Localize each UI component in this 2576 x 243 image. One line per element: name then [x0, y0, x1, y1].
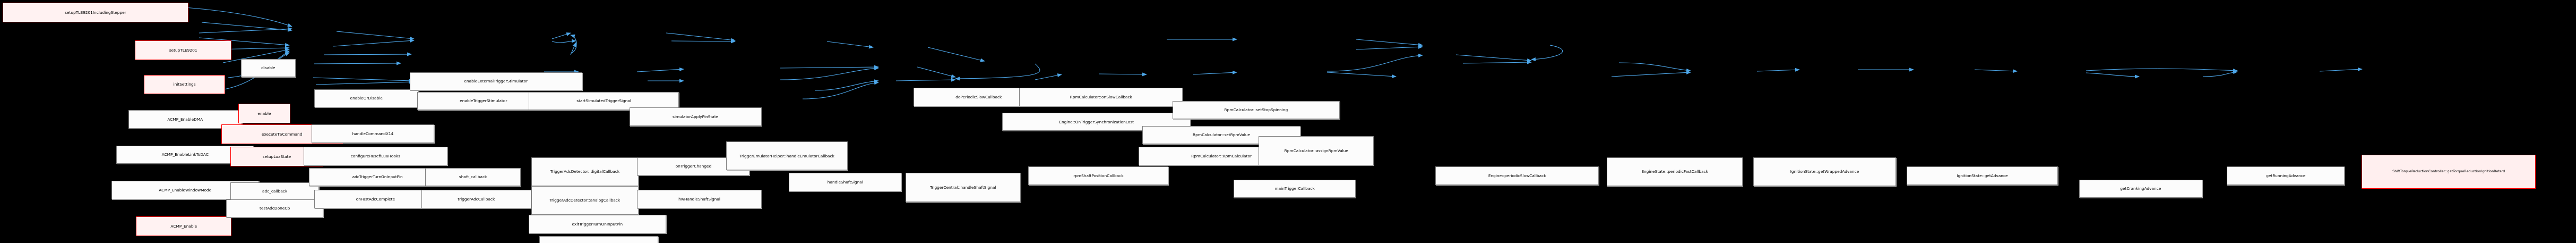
graph-node-label: IgnitionState::getWrappedAdvance [1790, 169, 1859, 174]
graph-node-getcrankingadvance[interactable]: getCrankingAdvance [2079, 179, 2202, 198]
graph-node-simulatorapplypinstate[interactable]: simulatorApplyPinState [629, 107, 762, 126]
graph-node-disable[interactable]: disable [240, 58, 296, 78]
graph-node-label: adcTriggerTurnOnInputPin [352, 174, 403, 180]
graph-node-label: onFastAdcComplete [356, 196, 395, 202]
graph-node-enginestate-periodicfastcallback[interactable]: EngineState::periodicFastCallback [1607, 157, 1743, 187]
graph-node-label: triggerAdcCallback [458, 196, 495, 202]
graph-node-label: ShiftTorqueReductionController::getTorqu… [2392, 169, 2505, 174]
graph-node-label: getRunningAdvance [2266, 173, 2306, 178]
graph-node-label: TriggerAdcDetector::analogCallback [549, 198, 621, 203]
graph-node-onfastadccomplete[interactable]: onFastAdcComplete [314, 190, 437, 208]
graph-node-label: IgnitionState::getAdvance [1957, 173, 2008, 178]
graph-node-triggeradccallback[interactable]: triggerAdcCallback [421, 190, 531, 208]
graph-node-label: setupLuaState [262, 154, 291, 159]
graph-node-label: configureRusefiLuaHooks [350, 153, 401, 158]
graph-node-enable[interactable]: enable [238, 103, 291, 123]
graph-node-label: RpmCalculator::setStopSpinning [1224, 107, 1288, 113]
graph-node-label: TriggerAdcDetector::digitalCallback [550, 169, 620, 174]
graph-node-getrunningadvance[interactable]: getRunningAdvance [2227, 166, 2345, 185]
graph-node-label: Engine::OnTriggerSynchronizationLost [1059, 119, 1134, 124]
graph-node-comp-shaft-callback[interactable]: comp_shaft_callback [539, 236, 658, 243]
graph-node-acmp-enable[interactable]: ACMP_Enable [136, 216, 232, 236]
graph-node-handlecommandx14[interactable]: handleCommandX14 [311, 124, 435, 143]
graph-node-label: handleShaftSignal [827, 179, 863, 185]
graph-node-label: Engine::periodicSlowCallback [1488, 173, 1546, 178]
graph-node-setuptle9201[interactable]: setupTLE9201 [134, 40, 232, 61]
graph-node-label: setupTLE9201 [169, 48, 197, 53]
graph-node-label: executeTSCommand [261, 131, 303, 137]
graph-node-handleshaftsignal[interactable]: handleShaftSignal [789, 173, 902, 191]
graph-node-adc-callback[interactable]: adc_callback [230, 182, 320, 201]
graph-node-label: exitTriggerTurnOnInputPin [572, 221, 623, 227]
graph-node-label: ACMP_EnableLinkToDAC [161, 152, 209, 157]
graph-node-label: disable [261, 65, 275, 71]
graph-node-label: testAdcDoneCb [260, 206, 290, 211]
graph-node-initsettings[interactable]: initSettings [144, 74, 225, 95]
graph-node-rpmcalculator-onslowcallback[interactable]: RpmCalculator::onSlowCallback [1019, 88, 1183, 106]
graph-node-label: enableExternalTriggerStimulator [464, 79, 528, 84]
graph-node-triggeradcdetector-digitalcallback[interactable]: TriggerAdcDetector::digitalCallback [531, 157, 639, 187]
graph-node-label: RpmCalculator::assignRpmValue [1284, 148, 1348, 153]
graph-node-label: rpmShaftPositionCallback [1073, 173, 1124, 178]
graph-node-ignitionstate-getadvance[interactable]: IgnitionState::getAdvance [1906, 166, 2058, 185]
graph-node-exittriggerturnoninputpin[interactable]: exitTriggerTurnOnInputPin [528, 215, 666, 233]
graph-node-trigger-central-handleshaftsignal[interactable]: TriggerCentral::handleShaftSignal [905, 173, 1021, 202]
graph-node-rpmshaftpositioncallback[interactable]: rpmShaftPositionCallback [1028, 166, 1169, 185]
graph-node-label: initSettings [173, 82, 196, 87]
graph-node-ignitionstate-getwrappedadvance[interactable]: IgnitionState::getWrappedAdvance [1753, 157, 1896, 187]
graph-node-label: shaft_callback [459, 174, 487, 180]
graph-node-label: mainTriggerCallback [1274, 186, 1315, 191]
graph-node-label: adc_callback [262, 189, 288, 194]
graph-node-label: TriggerEmulatorHelper::handleEmulatorCal… [739, 153, 834, 158]
graph-node-shifttorquereductioncontroller-gettorquereductionignitionretard[interactable]: ShiftTorqueReductionController::getTorqu… [2362, 154, 2536, 189]
graph-node-label: hwHandleShaftSignal [678, 196, 720, 202]
graph-node-label: enableOrDisable [350, 96, 383, 101]
graph-node-label: setupTLE9201IncludingStepper [65, 10, 126, 15]
graph-node-label: enable [257, 111, 271, 116]
graph-node-label: startSimulatedTriggerSignal [576, 98, 631, 104]
graph-node-label: onTriggerChanged [675, 164, 712, 169]
graph-node-enableordisable[interactable]: enableOrDisable [314, 89, 419, 108]
graph-node-label: ACMP_Enable [170, 223, 197, 229]
graph-node-enableexternaltriggerstimulator[interactable]: enableExternalTriggerStimulator [409, 72, 582, 91]
graph-node-maintriggercallback[interactable]: mainTriggerCallback [1234, 179, 1356, 198]
graph-node-rpmcalculator-assignrpmvalue[interactable]: RpmCalculator::assignRpmValue [1259, 136, 1374, 165]
graph-node-triggeremulatorhelper-handleemulatorcallback[interactable]: TriggerEmulatorHelper::handleEmulatorCal… [726, 141, 848, 171]
graph-node-label: enableTriggerStimulator [460, 98, 507, 104]
graph-node-label: RpmCalculator::onSlowCallback [1070, 94, 1132, 99]
graph-node-rpmcalculator-setstopspinning[interactable]: RpmCalculator::setStopSpinning [1172, 100, 1340, 120]
graph-node-label: ACMP_EnableWindowMode [159, 187, 212, 192]
graph-node-shaft-callback[interactable]: shaft_callback [425, 167, 521, 187]
graph-node-label: ACMP_EnableDMA [167, 116, 203, 122]
graph-node-label: RpmCalculator::RpmCalculator [1191, 153, 1252, 158]
graph-node-label: doPeriodicSlowCallback [955, 94, 1002, 99]
graph-node-label: RpmCalculator::setRpmValue [1193, 132, 1251, 138]
graph-node-triggeradcdetector-analogcallback[interactable]: TriggerAdcDetector::analogCallback [531, 186, 639, 215]
graph-node-configurerusefiluahooks[interactable]: configureRusefiLuaHooks [303, 147, 448, 165]
graph-node-testadcdonecb[interactable]: testAdcDoneCb [226, 199, 323, 218]
graph-node-label: simulatorApplyPinState [672, 114, 719, 119]
graph-node-label: handleCommandX14 [352, 131, 394, 136]
graph-node-label: getCrankingAdvance [2120, 186, 2161, 191]
graph-node-engine-periodicslowcallback[interactable]: Engine::periodicSlowCallback [1435, 166, 1599, 185]
graph-node-label: TriggerCentral::handleShaftSignal [929, 185, 996, 190]
graph-node-hwhandleshaftsignal[interactable]: hwHandleShaftSignal [637, 190, 762, 208]
graph-node-setuptle9201includingstepper[interactable]: setupTLE9201IncludingStepper [2, 2, 188, 22]
graph-node-label: EngineState::periodicFastCallback [1641, 169, 1709, 174]
